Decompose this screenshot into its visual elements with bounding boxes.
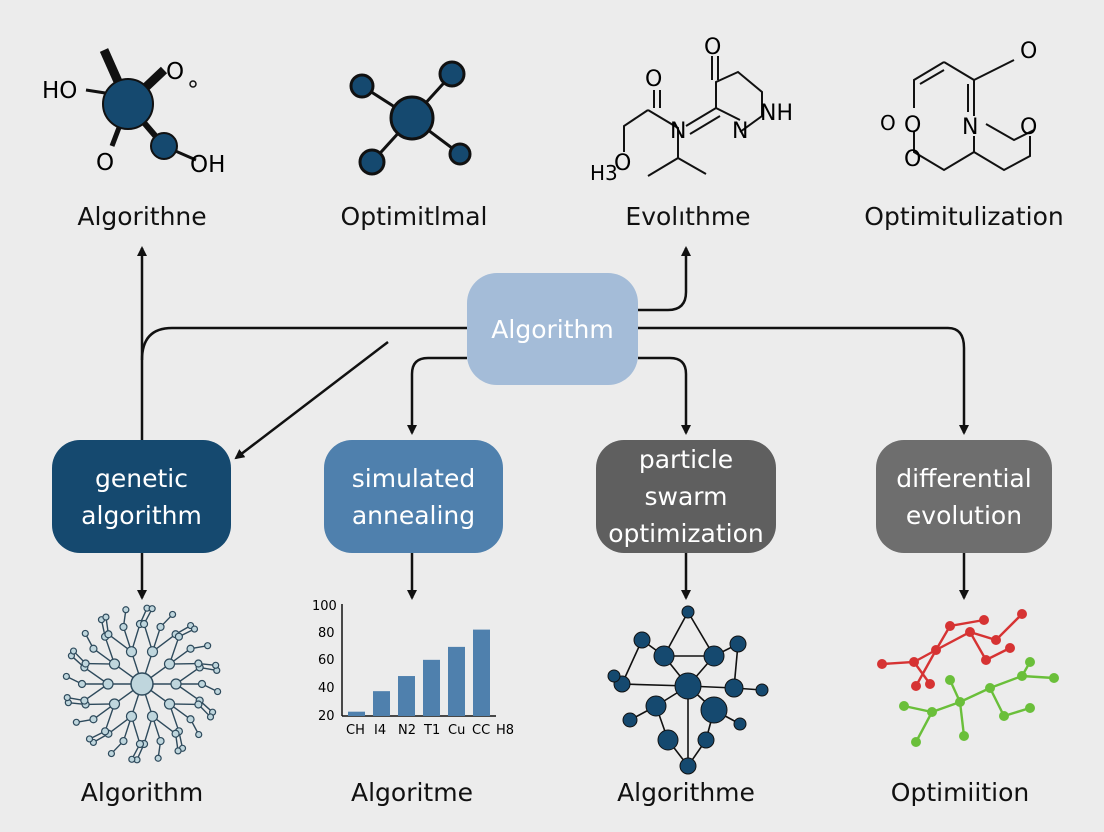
molecule-2-icon [349, 60, 472, 176]
molecule-4-atom-o-bottom: O [904, 147, 921, 172]
radial-tree-icon [62, 604, 222, 764]
bar-ch [348, 711, 365, 716]
chart-x-label-n2: N2 [398, 723, 416, 738]
chart-y-tick-80: 80 [318, 626, 335, 641]
bar-i4 [373, 691, 390, 716]
top-label-1: Algorithne [77, 202, 207, 231]
connector-top-left-branch [140, 326, 467, 361]
molecule-3-atom-o-top: O [704, 35, 721, 60]
molecule-3-icon [623, 56, 763, 177]
top-label-4: Optimitulization [864, 202, 1064, 231]
chart-x-label-i4: I4 [374, 723, 386, 738]
connectors [137, 246, 969, 600]
bar-n2 [398, 676, 415, 716]
molecule-1-atom-o-bottom: O [96, 150, 114, 176]
bar-t1 [423, 659, 440, 716]
chart-y-tick-60: 60 [318, 653, 335, 668]
method-2-line2: annealing [351, 500, 476, 530]
molecule-4-atom-o-right: O [1020, 115, 1037, 140]
method-4-line1: differential [896, 463, 1032, 493]
connector-diagonal-to-genetic [234, 341, 389, 460]
molecule-1-atom-ho: HO [42, 78, 77, 104]
chart-x-label-cu: Cu [448, 723, 465, 738]
top-label-3: Evolıthme [625, 202, 751, 231]
chart-y-tick-40: 40 [318, 681, 335, 696]
molecule-3-atom-nh: NH [760, 101, 793, 126]
bottom-label-3: Algorithme [617, 778, 755, 807]
method-3-line1: particle swarm [638, 445, 734, 511]
molecule-3-atom-n-right: N [732, 119, 748, 144]
molecule-3-atom-o-bottom: O [614, 151, 631, 176]
center-node-algorithm[interactable]: Algorithm [467, 273, 638, 385]
molecule-4-atom-o-left: O [904, 113, 921, 138]
branching-network-icon [877, 609, 1059, 747]
chart-x-label-h8: H8 [496, 723, 514, 738]
molecule-1-icon: HO O O OH [42, 48, 225, 178]
network-graph-icon [607, 605, 769, 775]
chart-y-tick-20: 20 [318, 709, 335, 724]
method-genetic-algorithm[interactable]: genetic algorithm [52, 440, 231, 553]
chart-x-label-t1: T1 [423, 723, 440, 738]
method-particle-swarm[interactable]: particle swarm optimization [596, 440, 776, 553]
bottom-label-1: Algorithm [80, 778, 204, 807]
connector-to-evolithme [638, 246, 691, 312]
chart-x-label-cc: CC [472, 723, 490, 738]
molecule-4-icon [913, 59, 1035, 172]
molecule-1-atom-o-top: O [166, 59, 184, 85]
chart-y-tick-100: 100 [312, 599, 337, 614]
method-differential-evolution[interactable]: differential evolution [876, 440, 1052, 553]
bar-cu [448, 646, 465, 716]
method-1-line1: genetic [95, 463, 188, 493]
molecule-3-atom-h3: H3 [590, 161, 618, 185]
method-2-line1: simulated [351, 463, 476, 493]
bottom-label-4: Optimiition [890, 778, 1030, 807]
connector-to-annealing [407, 356, 467, 435]
molecule-3-atom-o-left: O [645, 67, 662, 92]
molecule-4-atom-o-far-left: O [880, 111, 896, 135]
molecule-1-atom-oh: OH [190, 152, 225, 178]
molecule-4-atom-o-top: O [1020, 39, 1037, 64]
mini-bar-chart: 100 80 60 40 20 0 CH I4 N2 T1 Cu CC H8 [312, 599, 514, 738]
method-1-line2: algorithm [81, 500, 202, 530]
center-node-label: Algorithm [491, 314, 614, 344]
method-simulated-annealing[interactable]: simulated annealing [324, 440, 503, 553]
chart-x-label-ch: CH [346, 723, 365, 738]
method-4-line2: evolution [905, 500, 1023, 530]
bottom-label-2: Algoritme [351, 778, 473, 807]
method-3-line2: optimization [608, 519, 764, 548]
connector-to-pso [638, 356, 691, 435]
top-label-2: Optimitlmal [340, 202, 488, 231]
connector-right-branch [638, 326, 969, 435]
molecule-3-atom-n-left: N [670, 119, 686, 144]
bar-cc [473, 629, 490, 716]
molecule-4-atom-n: N [962, 115, 978, 140]
